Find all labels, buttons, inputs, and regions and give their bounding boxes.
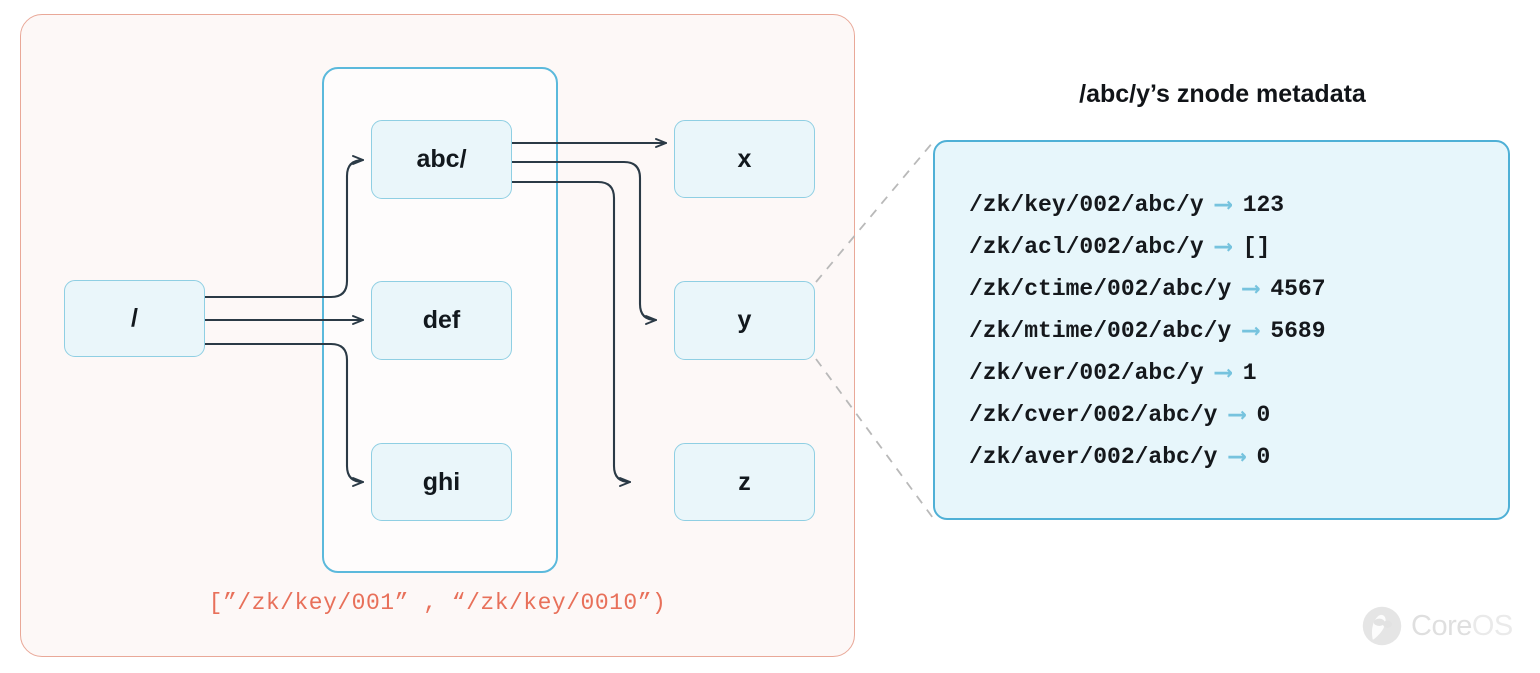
metadata-row: /zk/aver/002/abc/y ⟶ 0: [969, 436, 1508, 478]
metadata-key: /zk/ver/002/abc/y: [969, 360, 1204, 386]
tree-node-y[interactable]: y: [674, 281, 815, 360]
key-range-label: [”/zk/key/001” , “/zk/key/0010”): [208, 590, 667, 616]
tree-node-x[interactable]: x: [674, 120, 815, 198]
tree-node-ghi[interactable]: ghi: [371, 443, 512, 521]
metadata-arrow-icon: ⟶: [1229, 400, 1245, 430]
tree-node-label: ghi: [422, 467, 461, 496]
coreos-word-os: OS: [1471, 609, 1513, 642]
coreos-watermark: CoreOS: [1360, 600, 1530, 652]
tree-node-def[interactable]: def: [371, 281, 512, 360]
metadata-value: 5689: [1270, 318, 1326, 344]
metadata-key: /zk/key/002/abc/y: [969, 192, 1204, 218]
tree-node-label: x: [737, 144, 752, 173]
metadata-arrow-icon: ⟶: [1229, 442, 1245, 472]
metadata-key: /zk/cver/002/abc/y: [969, 402, 1218, 428]
metadata-value: 4567: [1270, 276, 1326, 302]
metadata-arrow-icon: ⟶: [1243, 316, 1259, 346]
metadata-row: /zk/cver/002/abc/y ⟶ 0: [969, 394, 1508, 436]
tree-node-z[interactable]: z: [674, 443, 815, 521]
metadata-row: /zk/key/002/abc/y ⟶ 123: [969, 184, 1508, 226]
metadata-arrow-icon: ⟶: [1215, 358, 1231, 388]
metadata-value: 123: [1242, 192, 1285, 218]
metadata-row: /zk/acl/002/abc/y ⟶ []: [969, 226, 1508, 268]
metadata-arrow-icon: ⟶: [1243, 274, 1259, 304]
tree-node-label: y: [737, 306, 752, 334]
metadata-key: /zk/aver/002/abc/y: [969, 444, 1218, 470]
coreos-wordmark: CoreOS: [1411, 610, 1513, 643]
metadata-title: /abc/y’s znode metadata: [1079, 80, 1366, 108]
tree-node-label: z: [738, 467, 751, 496]
metadata-row: /zk/ctime/002/abc/y ⟶ 4567: [969, 268, 1508, 310]
coreos-logo-icon: [1362, 606, 1402, 646]
metadata-arrow-icon: ⟶: [1215, 232, 1231, 262]
metadata-arrow-icon: ⟶: [1215, 190, 1231, 220]
tree-node-root[interactable]: /: [64, 280, 205, 357]
metadata-row-list: /zk/key/002/abc/y ⟶ 123/zk/acl/002/abc/y ⟶ […: [969, 184, 1508, 478]
tree-node-label: abc/: [416, 145, 467, 173]
metadata-value: 1: [1242, 360, 1257, 386]
metadata-row: /zk/mtime/002/abc/y ⟶ 5689: [969, 310, 1508, 352]
metadata-key: /zk/acl/002/abc/y: [969, 234, 1204, 260]
metadata-panel: /zk/key/002/abc/y ⟶ 123/zk/acl/002/abc/y ⟶ […: [933, 140, 1510, 520]
metadata-row: /zk/ver/002/abc/y ⟶ 1: [969, 352, 1508, 394]
metadata-key: /zk/mtime/002/abc/y: [969, 318, 1232, 344]
metadata-value: 0: [1256, 444, 1271, 470]
coreos-word-core: Core: [1411, 609, 1472, 642]
tree-node-label: /: [131, 304, 138, 332]
tree-node-label: def: [422, 306, 461, 334]
metadata-key: /zk/ctime/002/abc/y: [969, 276, 1232, 302]
metadata-value: 0: [1256, 402, 1271, 428]
metadata-value: []: [1242, 234, 1271, 260]
tree-node-abc[interactable]: abc/: [371, 120, 512, 199]
